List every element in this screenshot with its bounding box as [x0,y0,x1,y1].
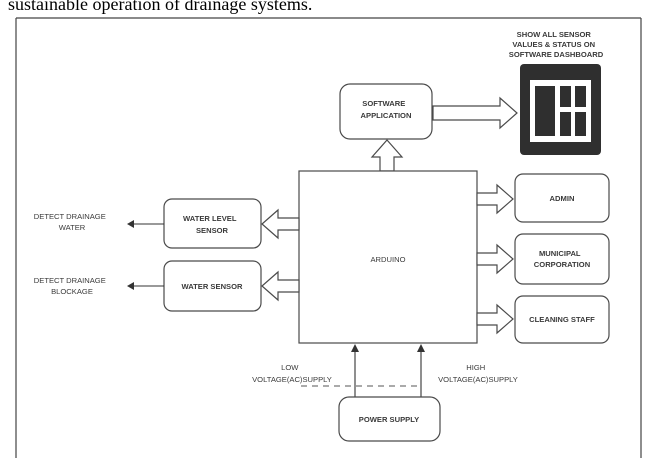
arrow-arduino-to-cleaning-staff [476,303,514,335]
admin-label: ADMIN [550,194,575,203]
water-level-sensor-label: WATER LEVEL SENSOR [183,208,241,235]
arrow-arduino-to-admin [476,183,514,215]
arrow-arduino-to-water-sensor [261,270,300,302]
arduino-label: ARDUINO [370,255,405,264]
arrow-arduino-to-software [370,139,404,172]
cleaning-staff-box [514,295,610,344]
admin-box [514,173,610,223]
arrow-low-voltage-to-arduino [351,344,359,397]
municipal-corporation-label: MUNICIPAL CORPORATION [534,243,590,269]
software-application-box [339,83,433,140]
arrow-high-voltage-to-arduino [417,344,425,397]
arrow-software-to-dashboard [432,96,518,130]
arrow-arduino-to-municipal [476,243,514,275]
detect-drainage-blockage-label: DETECT DRAINAGE BLOCKAGE [34,270,110,296]
power-supply-box [338,396,441,442]
dashboard-label: SHOW ALL SENSOR VALUES & STATUS ON SOFTW… [509,24,604,59]
municipal-corporation-box [514,233,610,285]
arrow-water-sensor-to-detect-blockage [127,282,164,290]
detect-drainage-water-label: DETECT DRAINAGE WATER [34,206,110,232]
water-sensor-label: WATER SENSOR [181,282,243,291]
low-voltage-label: LOW VOLTAGE(AC)SUPPLY [252,357,332,384]
arrow-water-level-to-detect-water [127,220,164,228]
water-level-sensor-box [163,198,262,249]
arduino-box [298,170,478,344]
high-voltage-label: HIGH VOLTAGE(AC)SUPPLY [438,357,518,384]
cleaning-staff-label: CLEANING STAFF [529,315,595,324]
arrow-arduino-to-water-level-sensor [261,208,300,240]
caption-text: sustainable operation of drainage system… [8,0,313,14]
power-supply-label: POWER SUPPLY [359,415,419,424]
dashboard-icon [520,64,601,155]
software-application-label: SOFTWARE APPLICATION [361,93,412,120]
